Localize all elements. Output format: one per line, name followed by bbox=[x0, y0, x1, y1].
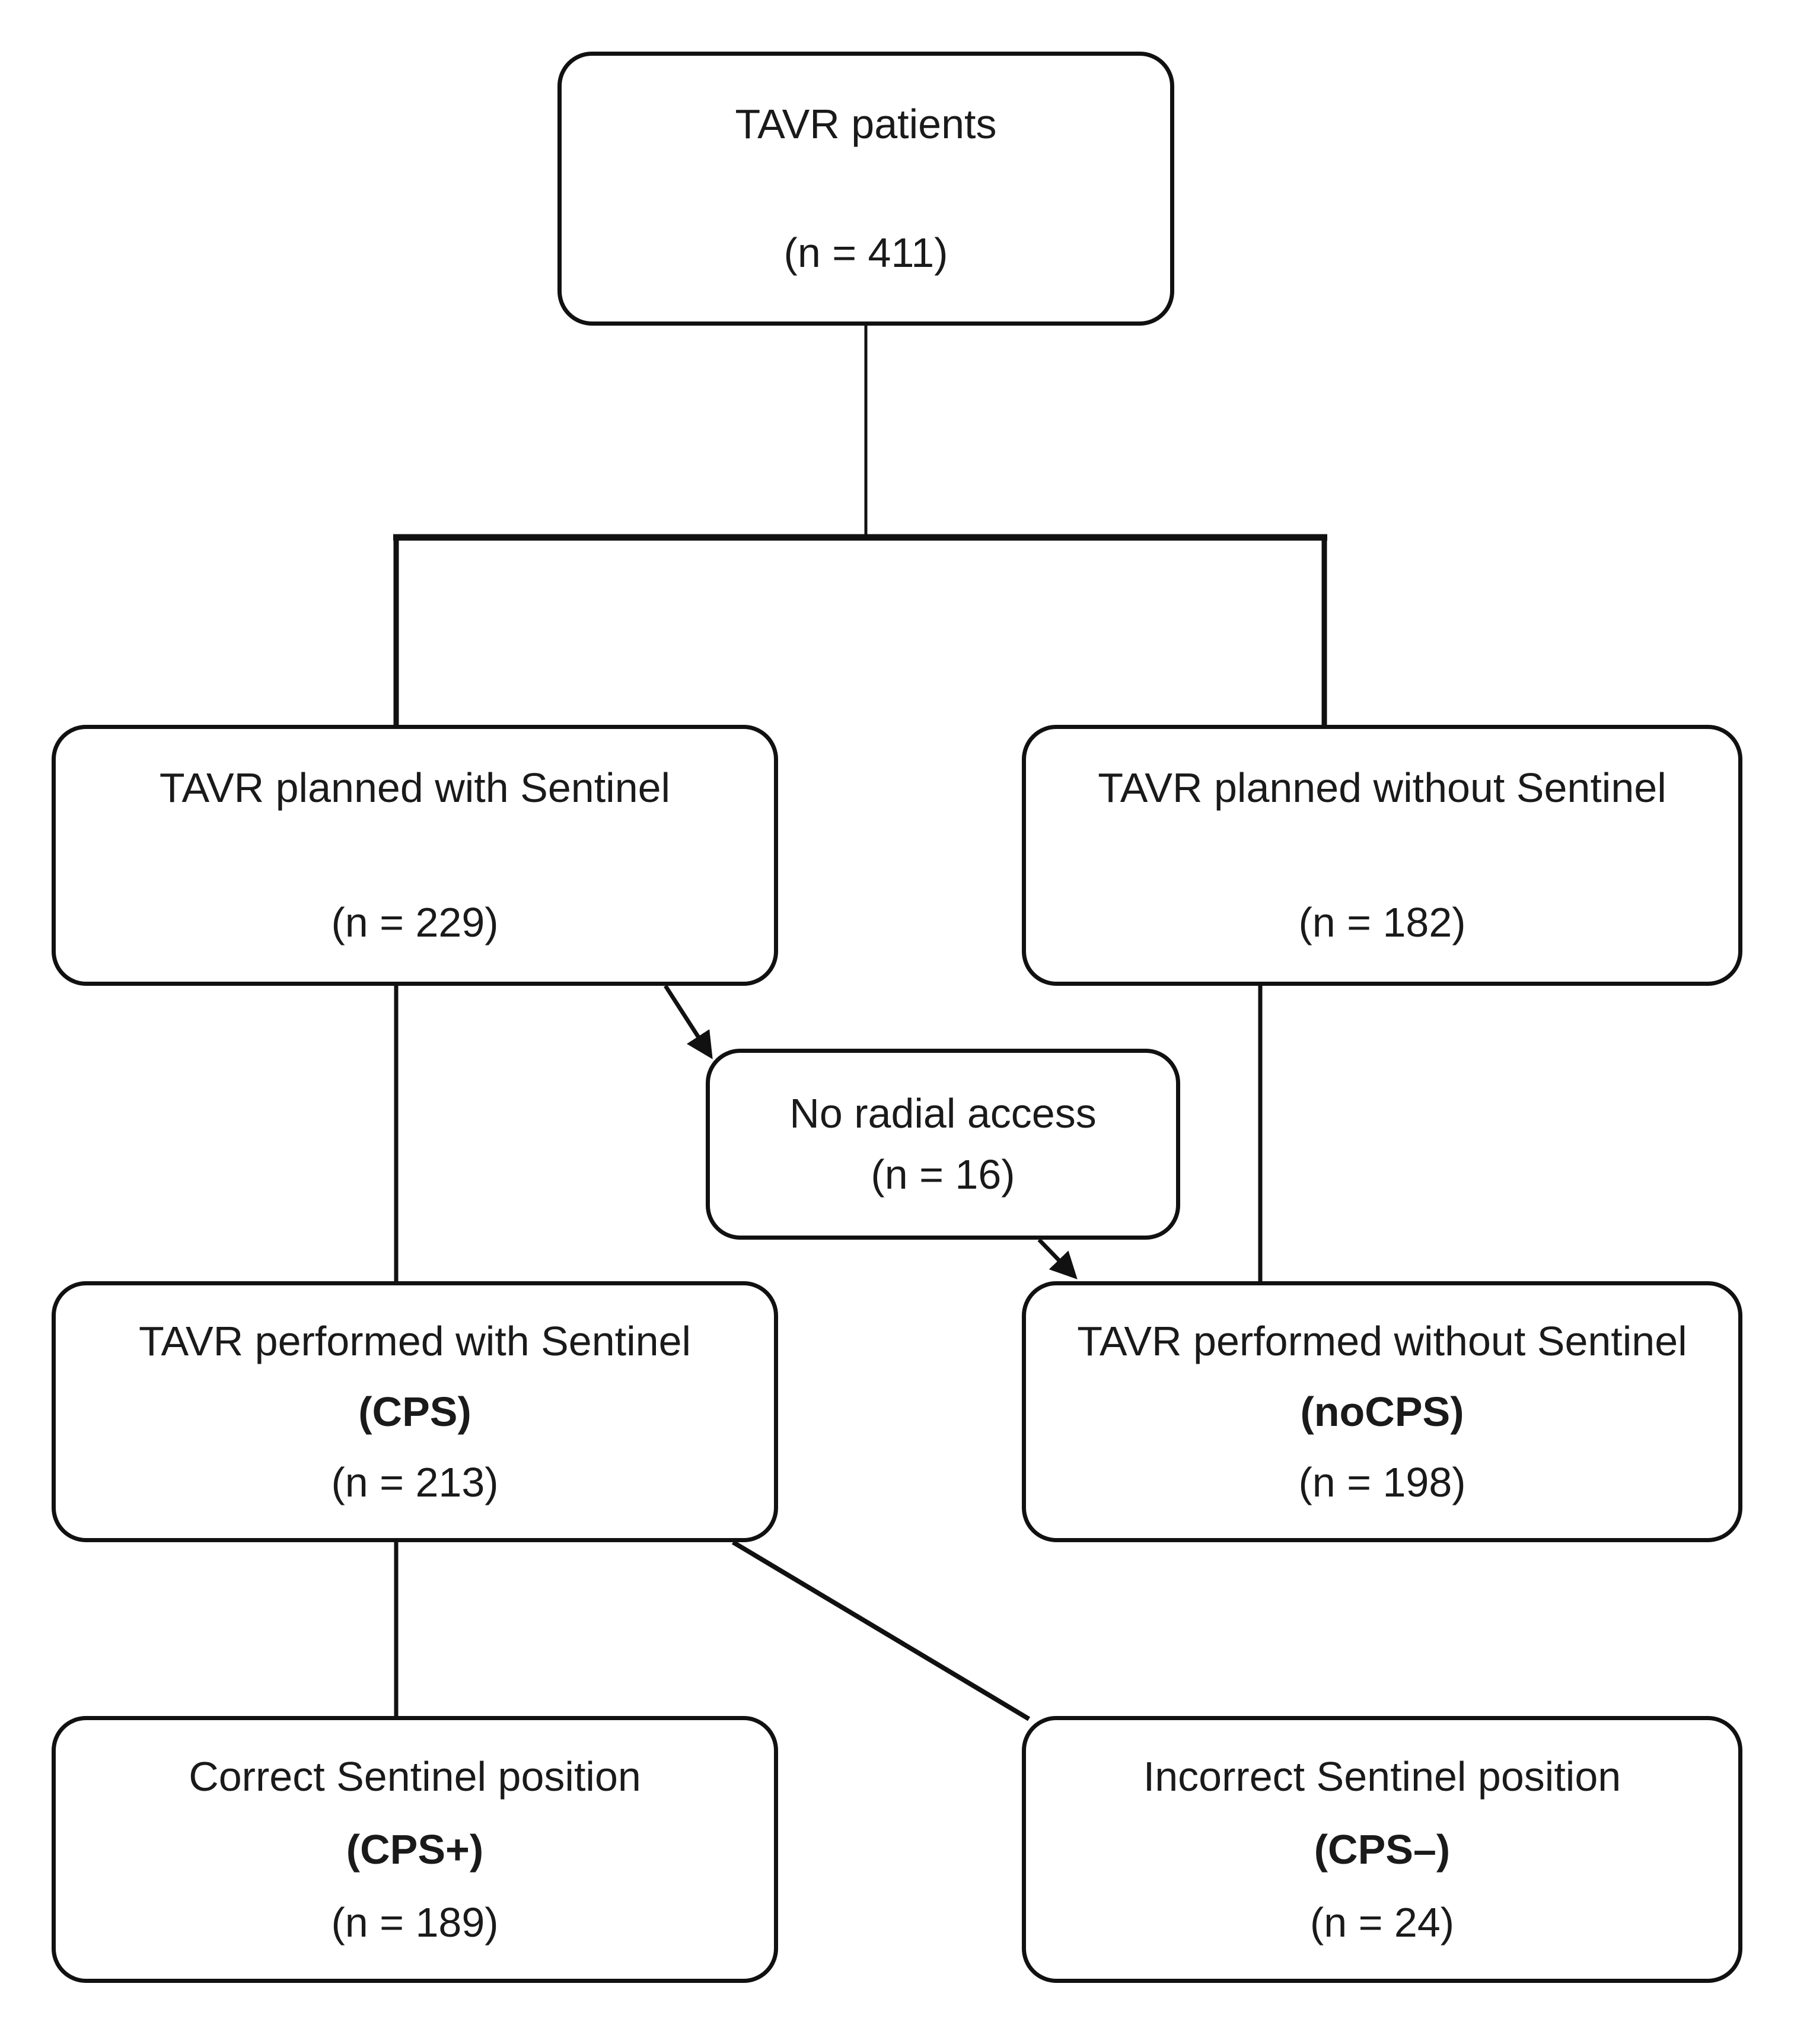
node-title: TAVR planned without Sentinel bbox=[1098, 765, 1666, 811]
node-tavr-performed-with-sentinel: TAVR performed with Sentinel (CPS) (n = … bbox=[52, 1281, 778, 1542]
node-group-label: (noCPS) bbox=[1300, 1388, 1464, 1435]
node-title: TAVR patients bbox=[735, 101, 997, 147]
node-n-count: (n = 189) bbox=[331, 1899, 499, 1946]
edge-performed-with-to-incorrect bbox=[731, 1540, 1031, 1721]
node-correct-sentinel-position: Correct Sentinel position (CPS+) (n = 18… bbox=[52, 1716, 778, 1983]
node-tavr-performed-without-sentinel: TAVR performed without Sentinel (noCPS) … bbox=[1022, 1281, 1742, 1542]
node-no-radial-access: No radial access (n = 16) bbox=[706, 1049, 1180, 1240]
node-title: Incorrect Sentinel position bbox=[1143, 1753, 1621, 1800]
node-title: No radial access bbox=[789, 1090, 1097, 1136]
edge-no-radial-to-performed-without-arrow bbox=[1037, 1238, 1078, 1279]
node-n-count: (n = 411) bbox=[783, 230, 948, 276]
node-group-label: (CPS+) bbox=[346, 1826, 484, 1873]
node-title: Correct Sentinel position bbox=[189, 1753, 641, 1800]
node-n-count: (n = 24) bbox=[1309, 1899, 1455, 1946]
node-title: TAVR performed with Sentinel bbox=[138, 1317, 692, 1364]
node-incorrect-sentinel-position: Incorrect Sentinel position (CPS–) (n = … bbox=[1022, 1716, 1742, 1983]
node-n-count: (n = 16) bbox=[871, 1151, 1015, 1198]
edge-planned-with-to-no-radial-arrow bbox=[664, 985, 713, 1059]
node-n-count: (n = 229) bbox=[331, 899, 499, 945]
node-title: TAVR performed without Sentinel bbox=[1077, 1317, 1687, 1364]
node-tavr-planned-with-sentinel: TAVR planned with Sentinel (n = 229) bbox=[52, 725, 778, 986]
node-group-label: (CPS–) bbox=[1314, 1826, 1451, 1873]
node-n-count: (n = 182) bbox=[1298, 899, 1466, 945]
node-title: TAVR planned with Sentinel bbox=[159, 765, 671, 811]
node-group-label: (CPS) bbox=[358, 1388, 471, 1435]
node-n-count: (n = 198) bbox=[1298, 1459, 1466, 1505]
node-tavr-patients: TAVR patients (n = 411) bbox=[557, 52, 1174, 326]
node-tavr-planned-without-sentinel: TAVR planned without Sentinel (n = 182) bbox=[1022, 725, 1742, 986]
node-n-count: (n = 213) bbox=[331, 1459, 499, 1505]
